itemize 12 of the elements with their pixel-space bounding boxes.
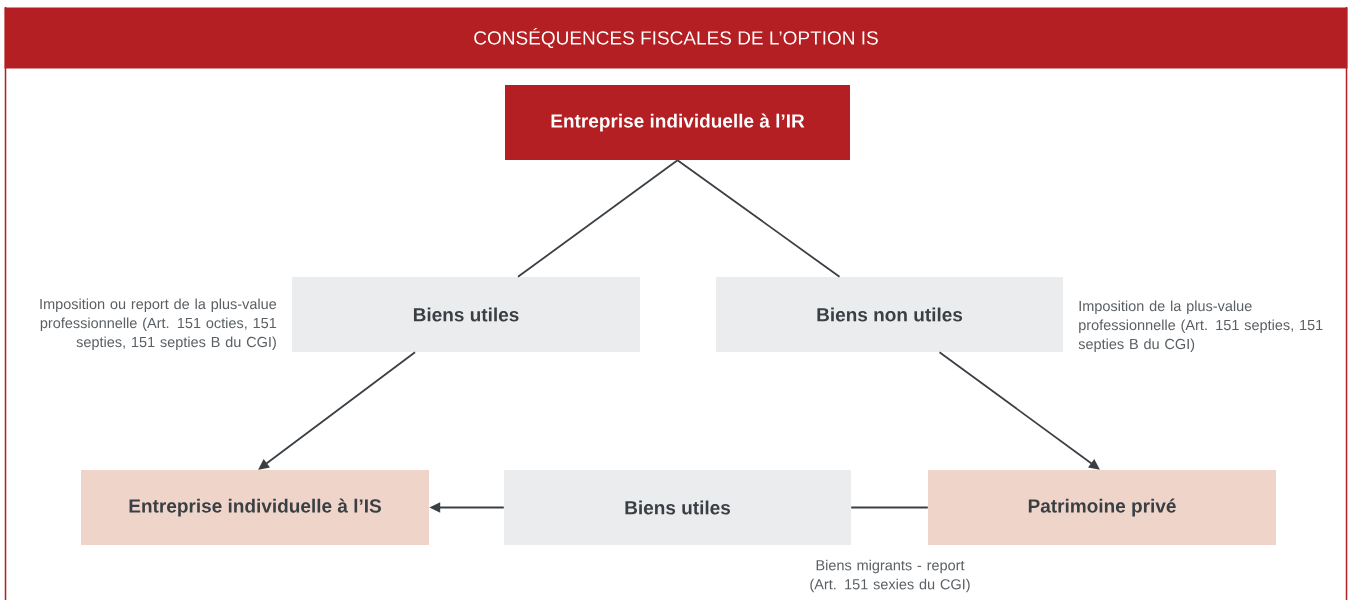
arrow: [258, 351, 416, 470]
note-text: Imposition de la plus-value professionnelle (Art. 151 septies, 151 septies B du CGI): [1078, 300, 1323, 352]
note-text: Biens migrants - report (Art. 151 sexies du CGI): [810, 559, 970, 593]
note-text: Imposition ou report de la plus-value professionnelle (Art. 151 octies, 151 septies, 151 septies B du CGI): [40, 298, 277, 350]
arrow: [938, 351, 1100, 470]
process-box: Patrimoine privé: [928, 470, 1276, 545]
process-box: Biens utiles: [292, 277, 640, 352]
process-box: Biens non utiles: [716, 277, 1063, 352]
process-box: Entreprise individuelle à l’IS: [81, 470, 429, 545]
header-band: CONSÉQUENCES FISCALES DE L’OPTION IS: [4, 7, 1348, 69]
process-box: Biens utiles: [504, 470, 851, 545]
process-box: Entreprise individuelle à l’IR: [505, 85, 850, 160]
